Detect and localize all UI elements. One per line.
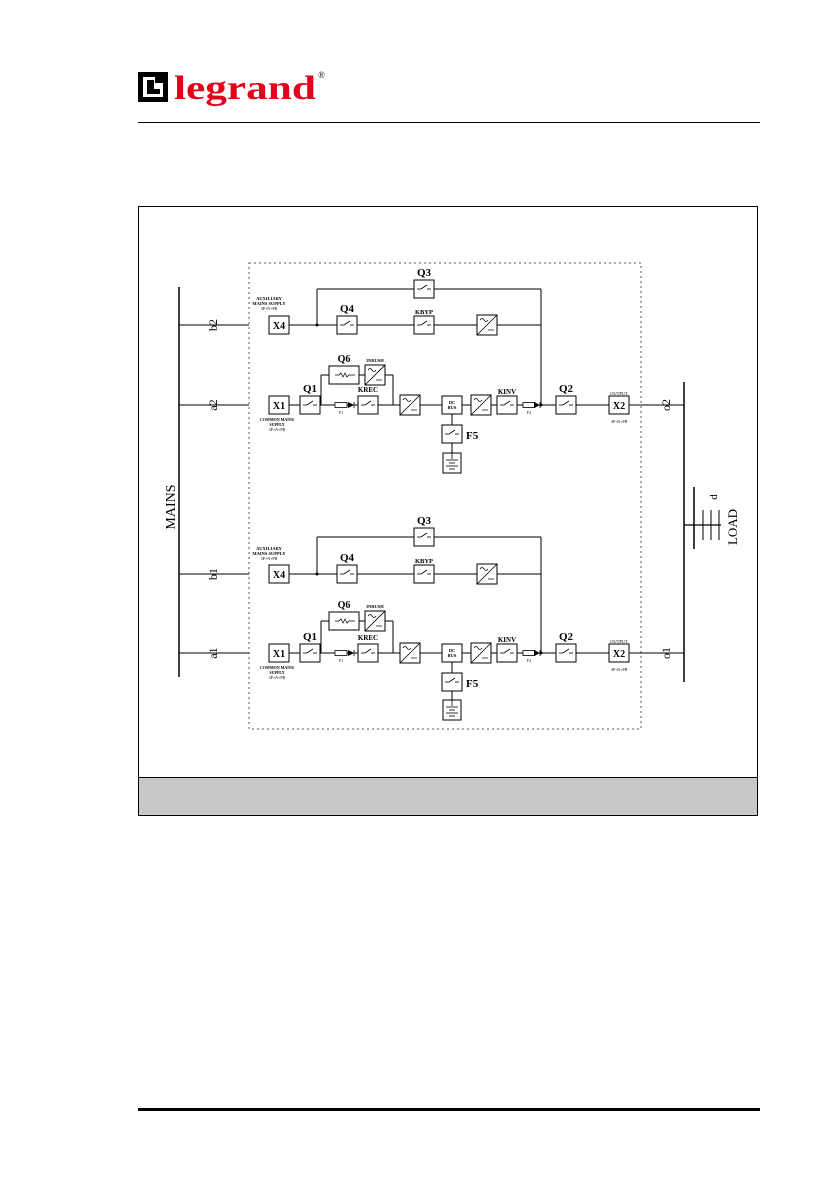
common-supply-label-3: 3P+N+PB [269,427,286,432]
dc-bus-label-2: BUS [448,405,457,410]
o2-label: o2 [659,399,673,411]
common-supply-label-2: SUPPLY [269,422,284,427]
x2-connector-lower: X2 [613,649,625,660]
kbyp-label-lower: KBYP [415,558,433,565]
q1-label-lower: Q1 [303,631,317,643]
f2-label: F2 [527,410,531,415]
q4-label-lower: Q4 [340,552,355,564]
aux-supply-label-3: 3P+N+PB [261,306,278,311]
dc-bus-label-lower: DC [449,648,456,653]
krec-label: KREC [358,386,378,394]
footer-rule [138,1108,760,1111]
f5-label-lower: F5 [466,678,479,690]
x1-connector-lower: X1 [273,649,285,660]
legrand-mark-icon [138,72,168,102]
registered-mark: ® [318,70,325,80]
f5-label: F5 [466,430,479,442]
q2-label-lower: Q2 [559,631,574,643]
a1-label: a1 [206,647,220,658]
aux-supply-label-lower-2: MAINS SUPPLY [252,551,286,556]
common-supply-label-lower-3: 3P+N+PB [269,675,286,680]
b2-label: b2 [206,319,220,331]
krec-label-lower: KREC [358,634,378,642]
q6-label: Q6 [338,354,351,365]
o1-label: o1 [659,647,673,659]
aux-supply-label: AUXILIARY [256,296,283,301]
legrand-logo: legrand ® [138,70,325,107]
load-label: LOAD [725,509,740,545]
output-label: OUTPUT [610,391,628,396]
dc-bus-label: DC [449,400,456,405]
ups-wiring-diagram: MAINS LOAD d b2 a2 AUXILIARY MAINS SUPPL… [164,262,740,730]
x1-connector: X1 [273,401,285,412]
q6-label-lower: Q6 [338,600,351,611]
common-supply-label: COMMON MAINS [260,417,295,422]
output-label-lower-2: 3P+N+PB [611,667,628,672]
dc-bus-label-lower-2: BUS [448,653,457,658]
mains-label: MAINS [164,484,179,529]
q3-label-lower: Q3 [417,515,432,527]
load-d-label: d [708,494,720,500]
b1-label: b1 [206,568,220,580]
kbyp-label: KBYP [415,309,433,316]
inrush-label-lower: INRUSH [366,604,384,609]
figure-caption-bar [139,777,757,815]
q2-label: Q2 [559,383,574,395]
a2-label: a2 [206,399,220,410]
header-rule [138,122,760,123]
f2-label-lower: F2 [527,658,531,663]
inrush-label: INRUSH [366,358,384,363]
output-label-2: 3P+N+PB [611,419,628,424]
common-supply-label-lower: COMMON MAINS [260,665,295,670]
kinv-label-lower: KINV [498,636,516,644]
brand-name: legrand [174,70,316,107]
f1-label-lower: F1 [339,658,343,663]
diagram-frame: MAINS LOAD d b2 a2 AUXILIARY MAINS SUPPL… [138,206,758,816]
f1-label: F1 [339,410,343,415]
x4-connector-lower: X4 [273,570,285,581]
x2-connector: X2 [613,401,625,412]
q4-label: Q4 [340,303,355,315]
x4-connector: X4 [273,321,285,332]
aux-supply-label-lower: AUXILIARY [256,546,283,551]
output-label-lower: OUTPUT [610,639,628,644]
common-supply-label-lower-2: SUPPLY [269,670,284,675]
q1-label: Q1 [303,383,317,395]
ups-boundary [248,262,642,730]
ups-unit-upper: b2 a2 AUXILIARY MAINS SUPPLY 3P+N+PB X4 … [179,267,684,474]
kinv-label: KINV [498,388,516,396]
ups-unit-lower: b1 a1 AUXILIARY MAINS SUPPLY 3P+N+PB X4 … [179,515,684,721]
aux-supply-label-2: MAINS SUPPLY [252,301,286,306]
q3-label: Q3 [417,267,432,279]
aux-supply-label-lower-3: 3P+N+PB [261,556,278,561]
